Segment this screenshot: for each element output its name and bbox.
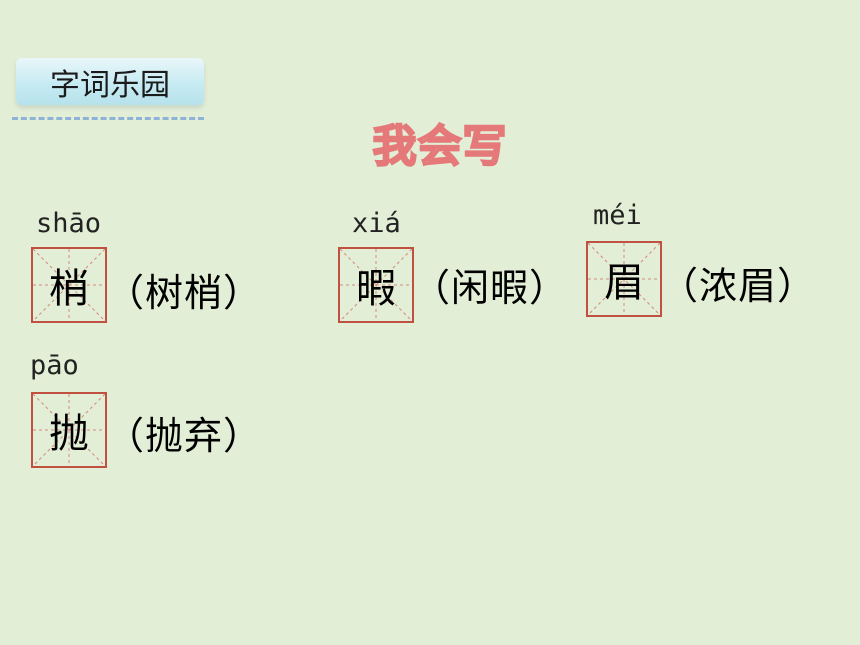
hanzi-character: 抛 xyxy=(49,411,89,457)
grid-guides xyxy=(33,249,105,321)
tianzige-grid: 眉 xyxy=(586,241,662,317)
example-word: （闲暇） xyxy=(412,266,569,310)
example-word: （浓眉） xyxy=(660,264,817,308)
tianzige-grid: 抛 xyxy=(31,392,107,468)
example-word: （树梢） xyxy=(106,271,263,315)
example-word: （抛弃） xyxy=(106,414,263,458)
grid-guides xyxy=(33,394,105,466)
pinyin-label: shāo xyxy=(36,208,102,239)
section-divider xyxy=(12,117,204,120)
grid-guides xyxy=(340,249,412,321)
hanzi-character: 眉 xyxy=(604,260,644,306)
hanzi-character: 梢 xyxy=(49,266,89,312)
grid-guides xyxy=(588,243,660,315)
pinyin-label: pāo xyxy=(30,350,79,381)
tianzige-grid: 暇 xyxy=(338,247,414,323)
pinyin-label: méi xyxy=(593,200,642,231)
tianzige-grid: 梢 xyxy=(31,247,107,323)
hanzi-character: 暇 xyxy=(356,266,396,312)
section-label: 字词乐园 xyxy=(16,58,204,105)
page-heading: 我会写 xyxy=(372,120,508,173)
pinyin-label: xiá xyxy=(352,208,401,239)
